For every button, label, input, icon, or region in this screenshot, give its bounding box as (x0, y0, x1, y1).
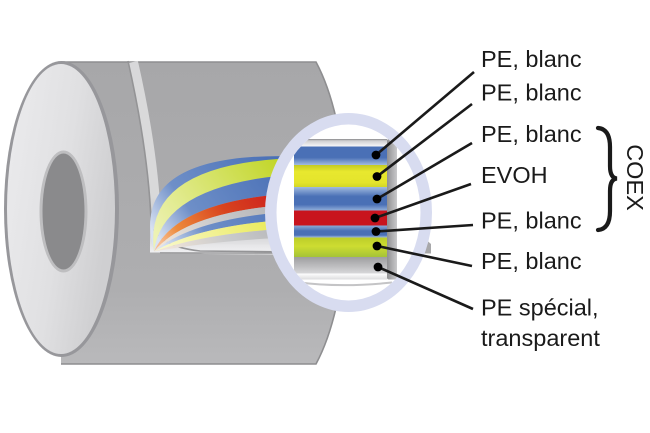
layer-evoh (294, 210, 387, 226)
callout-lines (374, 71, 475, 311)
callout-dot-6 (372, 241, 382, 251)
callout-line-2 (376, 102, 473, 178)
callout-dot-2 (372, 172, 382, 181)
layer-pe-blanc-3 (294, 187, 387, 211)
label-evoh: EVOH (481, 162, 548, 188)
callout-line-3 (376, 141, 473, 201)
label-pe-blanc-4: PE, blanc (481, 208, 582, 234)
fan-layer-blue (154, 174, 300, 252)
callout-line-1 (375, 71, 475, 156)
fan-layer-silver-inner (154, 228, 300, 252)
fan-layer-blue-outer (150, 156, 300, 252)
callout-line-7 (377, 265, 474, 311)
callout-line-4 (374, 182, 472, 220)
label-pe-blanc-2: PE, blanc (481, 80, 582, 106)
coex-label: COEX (622, 144, 648, 211)
callout-dots (370, 150, 383, 272)
callout-dot-3 (372, 194, 382, 204)
layer-pe-blanc-1 (294, 146, 387, 165)
curly-brace (595, 125, 618, 233)
coex-bracket: COEX (595, 125, 648, 233)
film-fan (150, 156, 300, 252)
label-pe-blanc-3: PE, blanc (481, 121, 582, 147)
layer-stack (294, 139, 397, 287)
roll-core-hole (42, 153, 85, 270)
callout-dot-4 (370, 213, 380, 223)
layer-pe-special (294, 257, 387, 274)
fan-layer-green (153, 158, 300, 252)
label-pe-special-line2: transparent (481, 325, 600, 351)
callout-dot-5 (371, 227, 381, 236)
label-pe-blanc-5: PE, blanc (481, 248, 582, 274)
layer-pe-blanc-4 (294, 225, 387, 238)
label-pe-special-line1: PE spécial, (481, 295, 599, 321)
callout-dot-1 (371, 150, 381, 160)
stack-bottom-strip (294, 273, 387, 280)
label-pe-blanc-1: PE, blanc (481, 46, 582, 72)
fan-layer-blue-thin (154, 211, 300, 252)
layer-pe-blanc-5 (294, 237, 387, 257)
callout-line-6 (376, 244, 473, 268)
stack-side-edge (387, 139, 397, 280)
fan-layer-yellow (154, 219, 300, 252)
stack-top-line (294, 139, 387, 141)
stack-top-strip (294, 139, 387, 147)
callout-dot-7 (373, 262, 383, 272)
layer-labels: PE, blanc PE, blanc PE, blanc EVOH PE, b… (481, 46, 600, 351)
layer-pe-blanc-2 (294, 165, 387, 187)
callout-line-5 (375, 223, 474, 233)
